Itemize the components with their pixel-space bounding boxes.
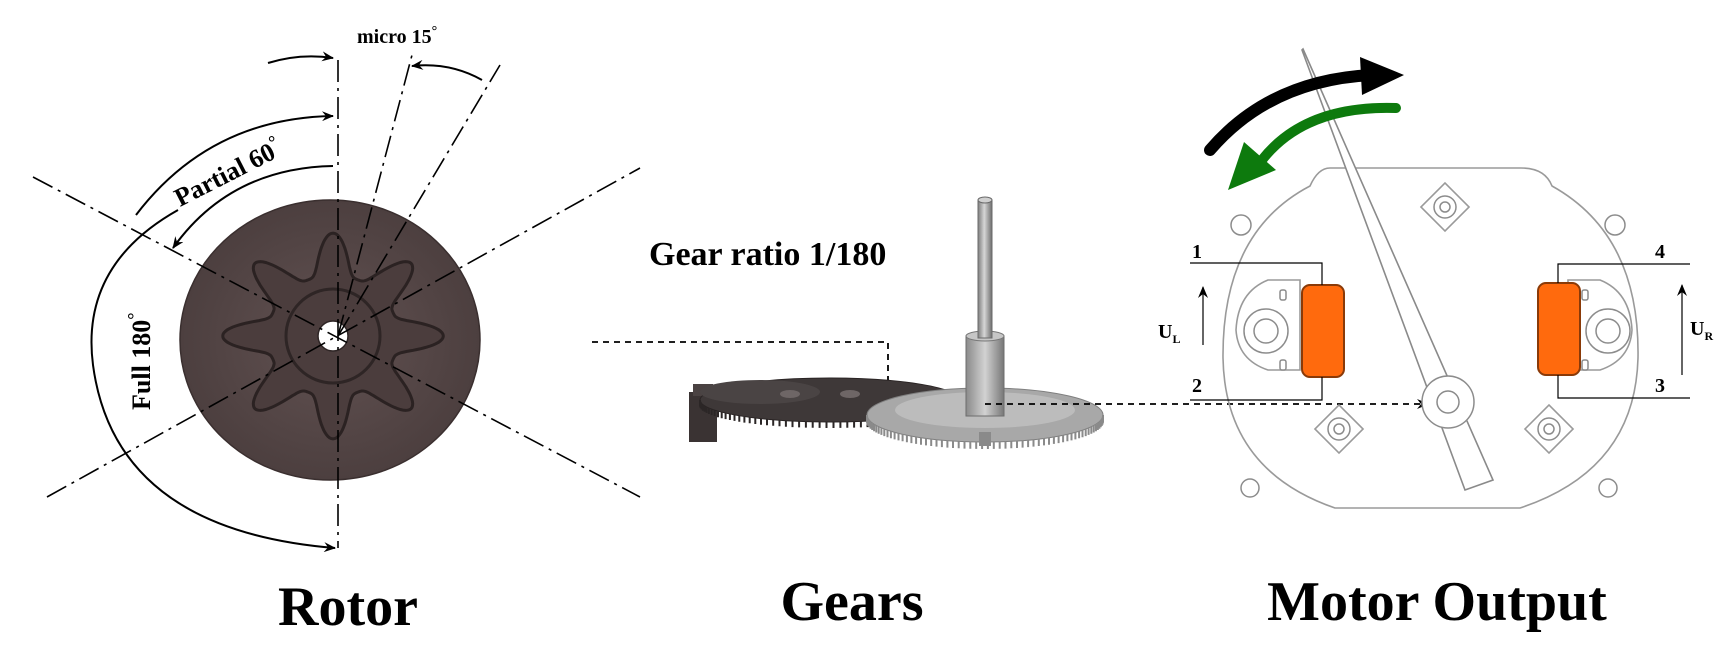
terminal-4-label: 4 xyxy=(1655,241,1665,263)
dark-gear-hole xyxy=(780,390,800,398)
plate-notch xyxy=(1604,214,1626,236)
full-angle-label: Full 180° xyxy=(124,313,156,411)
partial-angle-arc-inner xyxy=(172,165,334,249)
mount-boss-bottom-left xyxy=(1313,403,1365,455)
gear-ratio-label: Gear ratio 1/180 xyxy=(649,236,886,273)
right-coil-wire-top xyxy=(1557,263,1690,283)
curved-arrow-counterclockwise-icon xyxy=(1228,102,1401,190)
right-coil xyxy=(1537,282,1581,376)
shaft-bottom xyxy=(979,432,991,446)
rotor-title: Rotor xyxy=(278,576,418,638)
partial-angle-arc-outer xyxy=(135,111,334,216)
rotor-centerline-micro xyxy=(337,54,413,337)
rotor-panel: micro 15° Partial 60° Full 180° Rotor xyxy=(32,24,641,638)
dark-gear-hole xyxy=(840,390,860,398)
voltage-left-label: UL xyxy=(1158,321,1180,346)
mount-boss-top xyxy=(1419,181,1471,233)
left-coil-housing xyxy=(1235,279,1301,371)
partial-angle-label: Partial 60° xyxy=(168,131,286,212)
plate-notch xyxy=(1598,478,1618,498)
mount-boss-bottom-right xyxy=(1523,403,1575,455)
terminal-1-label: 1 xyxy=(1192,241,1202,263)
rotor-centerline-diag-1 xyxy=(32,176,641,498)
left-coil-wire-bottom xyxy=(1190,377,1323,401)
micro-angle-label: micro 15° xyxy=(357,24,437,48)
curved-arrow-clockwise-icon xyxy=(1204,57,1404,156)
rotor-centerline-diag-2 xyxy=(46,167,641,498)
left-coil xyxy=(1301,284,1345,378)
light-gear-teeth xyxy=(866,415,1104,449)
micro-angle-arrow-left xyxy=(267,51,334,64)
terminal-3-label: 3 xyxy=(1655,375,1665,397)
plate-notch xyxy=(1240,478,1260,498)
voltage-right-label: UR xyxy=(1690,318,1713,343)
right-coil-wire-bottom xyxy=(1557,375,1690,399)
rotor-centerline-partial xyxy=(337,64,501,337)
motor-plate-outline xyxy=(1222,167,1639,509)
gear-hub xyxy=(965,335,1005,417)
terminal-2-label: 2 xyxy=(1192,375,1202,397)
output-pointer-pivot xyxy=(1436,390,1460,414)
motor-output-panel: 1 2 3 4 UL UR Motor Output xyxy=(1158,47,1713,633)
output-shaft-tip xyxy=(977,196,993,204)
left-coil-wire-top xyxy=(1190,262,1323,285)
plate-notch xyxy=(1230,214,1252,236)
dark-gear-small xyxy=(700,380,820,404)
micro-angle-arrow-right xyxy=(411,59,483,81)
rotor-inner-ring xyxy=(284,287,382,385)
gears-title: Gears xyxy=(780,571,923,633)
full-angle-arc xyxy=(90,209,336,553)
motor-output-title: Motor Output xyxy=(1267,571,1607,633)
output-shaft xyxy=(977,199,993,339)
gears-panel: Gear ratio 1/180 Gears xyxy=(592,196,1429,633)
